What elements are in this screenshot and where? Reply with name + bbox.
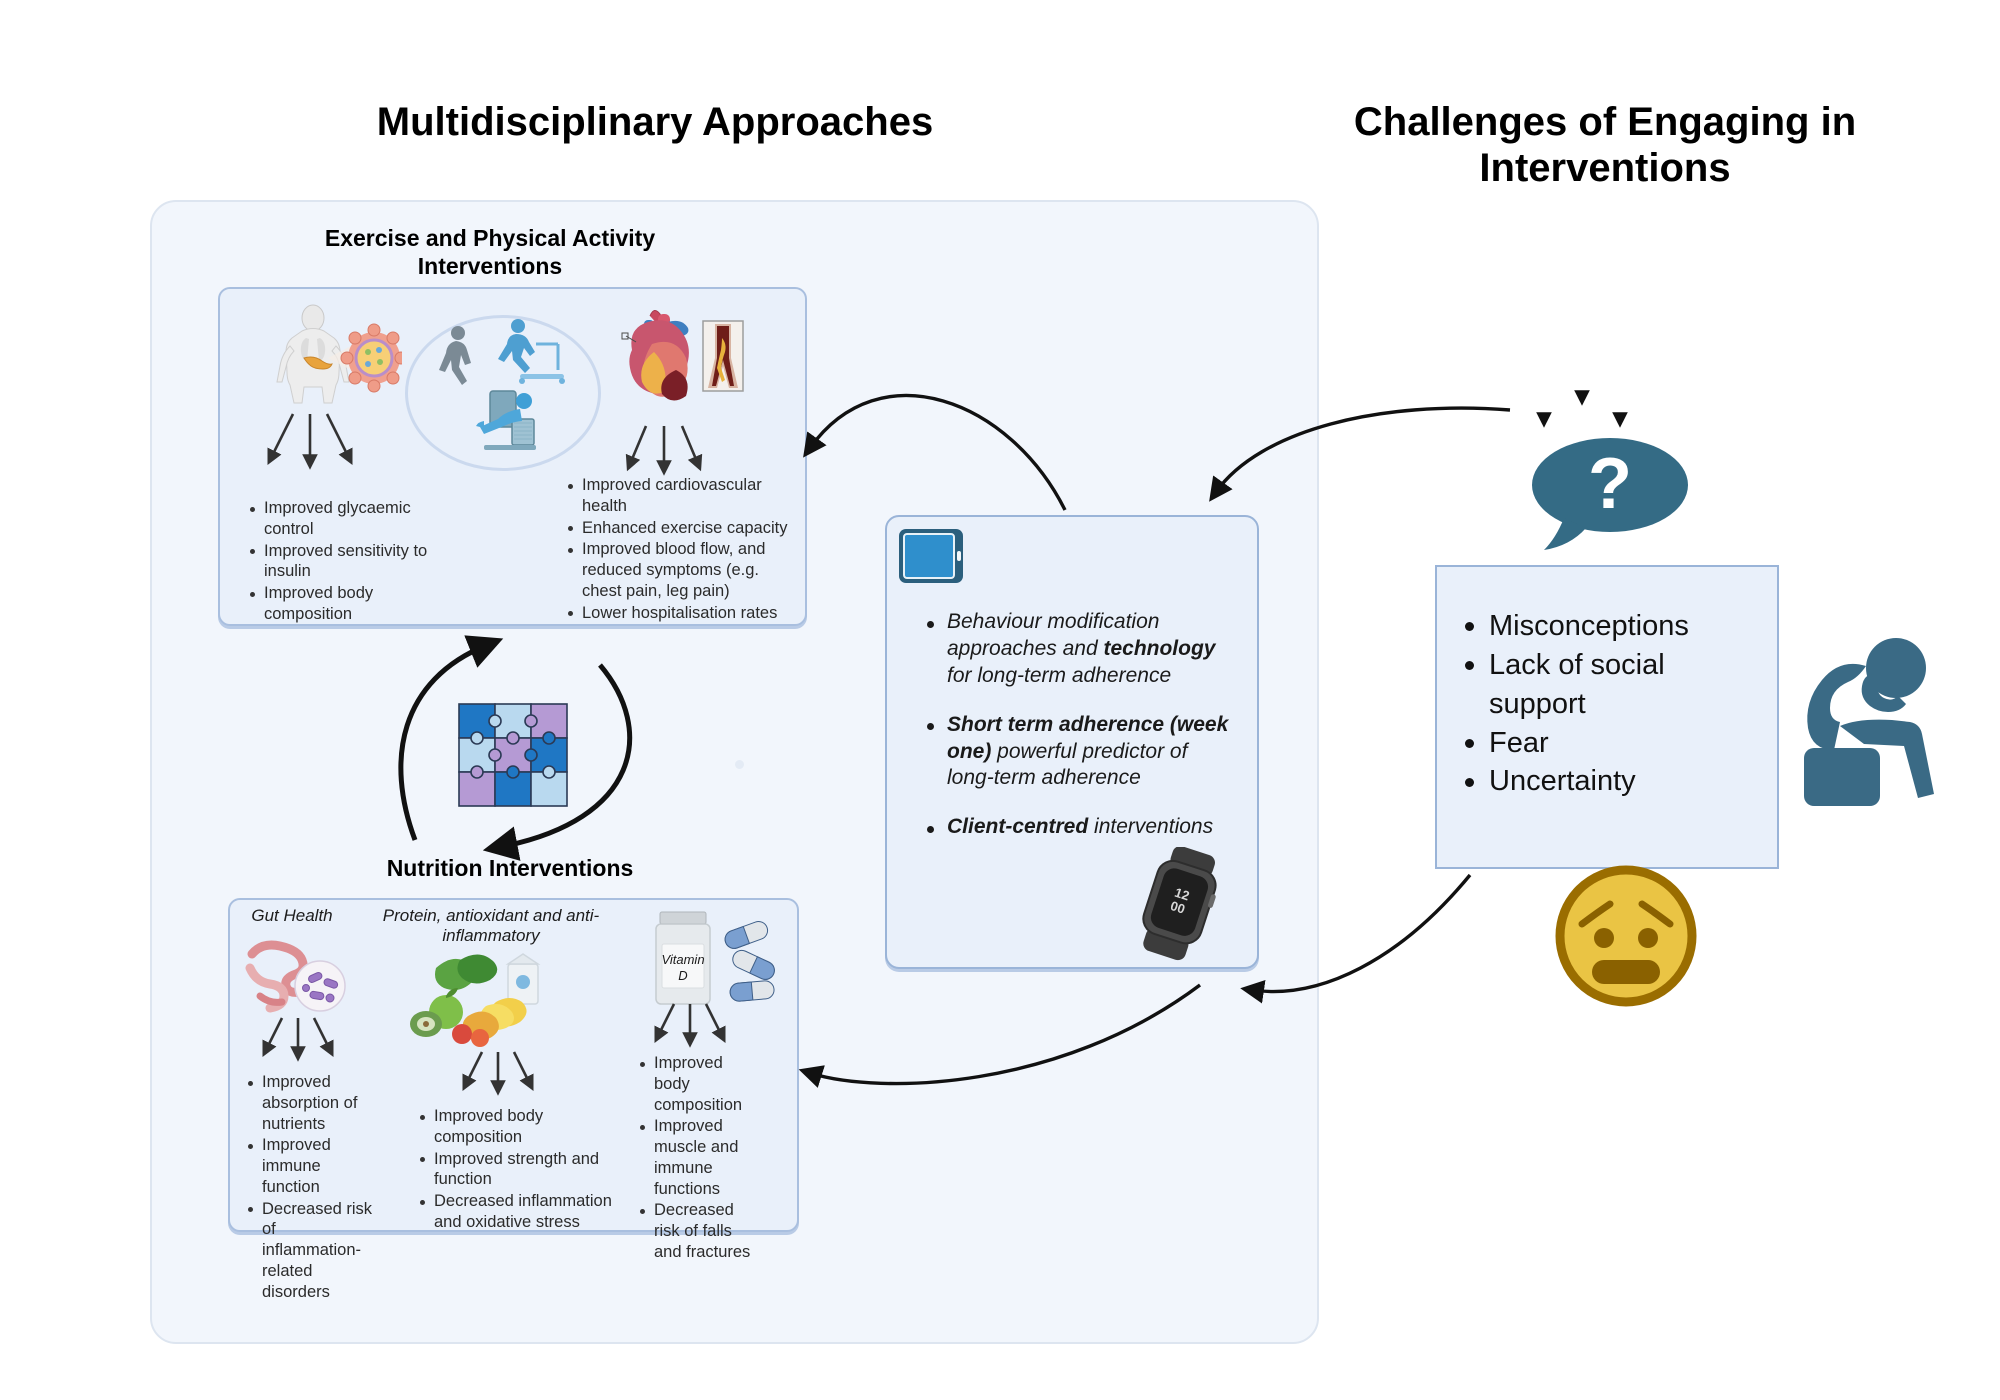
- nutrition-col2-arrows: [462, 1051, 534, 1096]
- list-item: Improved immune function: [248, 1135, 378, 1197]
- list-item: Enhanced exercise capacity: [568, 518, 788, 539]
- exercise-heading: Exercise and Physical Activity Intervent…: [265, 225, 715, 280]
- challenge-down-arrows: [1536, 250, 1628, 428]
- list-item: Improved body composition: [640, 1053, 760, 1115]
- smartwatch-time: 12: [1173, 885, 1191, 904]
- nutrition-col3-list: Improved body composition Improved muscl…: [620, 1053, 760, 1263]
- challenges-box: Misconceptions Lack of social support Fe…: [1435, 565, 1779, 869]
- exercise-right-bullets: Improved cardiovascular health Enhanced …: [548, 475, 788, 624]
- exercise-left-bullets: Improved glycaemic control Improved sens…: [230, 498, 445, 626]
- list-item: Short term adherence (week one) powerful…: [913, 712, 1233, 793]
- left-title: Multidisciplinary Approaches: [376, 100, 934, 144]
- decorative-dot: [735, 760, 744, 769]
- list-item: Decreased inflammation and oxidative str…: [420, 1191, 615, 1233]
- adherence-b3-bold: Client-centred: [947, 815, 1089, 839]
- list-item: Improved glycaemic control: [250, 498, 445, 540]
- exercise-right-list: Improved cardiovascular health Enhanced …: [548, 475, 788, 623]
- nutrition-col3-arrows: [654, 1003, 726, 1048]
- nutrition-col2-label: Protein, antioxidant and anti-inflammato…: [382, 906, 600, 946]
- tablet-device-icon: [899, 529, 963, 583]
- walking-person-icon: [439, 326, 471, 385]
- right-title-line1: Challenges of Engaging in: [1353, 100, 1857, 144]
- artery-plaque-icon: [702, 320, 744, 392]
- list-item: Improved blood flow, and reduced symptom…: [568, 539, 788, 601]
- list-item: Improved body composition: [250, 583, 445, 625]
- right-title: Challenges of Engaging in Interventions: [1290, 100, 1920, 191]
- question-speech-bubble-icon: ?: [1532, 438, 1688, 550]
- list-item: Misconceptions: [1447, 607, 1767, 646]
- smartwatch-icon: 12 00: [1142, 847, 1217, 961]
- list-item: Lower hospitalisation rates: [568, 603, 788, 624]
- heart-icon: [621, 310, 689, 401]
- nutrition-col3-bullets: Improved body composition Improved muscl…: [620, 1053, 760, 1264]
- nutrition-col1-list: Improved absorption of nutrients Improve…: [228, 1072, 378, 1303]
- nutrition-col1-label: Gut Health: [251, 906, 333, 925]
- vitamin-d-bottle-icon: Vitamin D: [655, 911, 775, 1005]
- adherence-list: Behaviour modification approaches and te…: [913, 609, 1233, 863]
- list-item: Lack of social support: [1447, 646, 1767, 724]
- vitamin-bottle-label-line1: Vitamin: [661, 952, 704, 967]
- list-item: Client-centred interventions: [913, 814, 1233, 841]
- list-item: Improved body composition: [420, 1106, 615, 1148]
- exercise-heading-line2: Interventions: [417, 252, 563, 279]
- nutrition-col2-list: Improved body composition Improved stren…: [400, 1106, 615, 1233]
- anguished-face-emoji: [1555, 865, 1697, 1007]
- puzzle-pieces-icon: [458, 703, 568, 807]
- exercise-heading-line1: Exercise and Physical Activity: [324, 225, 656, 251]
- seated-exercise-icon: [476, 390, 536, 450]
- nutrition-col2-bullets: Improved body composition Improved stren…: [400, 1106, 615, 1234]
- nutrition-col1-arrows: [262, 1017, 334, 1062]
- right-title-line2: Interventions: [1479, 145, 1731, 190]
- adherence-b2-post: powerful predictor of long-term adherenc…: [947, 739, 1188, 790]
- running-treadmill-icon: [498, 319, 565, 384]
- exercise-left-arrows: [267, 413, 353, 470]
- adherence-b1-post: for long-term adherence: [947, 663, 1172, 687]
- adherence-panel: Behaviour modification approaches and te…: [885, 515, 1259, 969]
- question-mark-glyph: ?: [1588, 444, 1632, 524]
- vegetables-fruit-milk-icon: [410, 953, 541, 1047]
- list-item: Behaviour modification approaches and te…: [913, 609, 1233, 690]
- adherence-b2-bold: Short term adherence (week one): [947, 712, 1229, 763]
- body-pancreas-cell-icon: [276, 304, 402, 404]
- adherence-b1-bold: technology: [1103, 636, 1216, 660]
- distressed-person-icon: [1804, 638, 1934, 806]
- list-item: Improved strength and function: [420, 1149, 615, 1191]
- list-item: Uncertainty: [1447, 762, 1767, 801]
- list-item: Decreased risk of inflammation-related d…: [248, 1199, 378, 1303]
- exercise-left-list: Improved glycaemic control Improved sens…: [230, 498, 445, 625]
- challenges-list: Misconceptions Lack of social support Fe…: [1447, 607, 1767, 801]
- list-item: Decreased risk of falls and fractures: [640, 1200, 760, 1262]
- list-item: Improved sensitivity to insulin: [250, 541, 445, 583]
- list-item: Improved cardiovascular health: [568, 475, 788, 517]
- intestine-microbiome-icon: [245, 940, 346, 1013]
- adherence-b1-pre: Behaviour modification approaches and: [947, 610, 1160, 660]
- list-item: Improved muscle and immune functions: [640, 1116, 760, 1199]
- nutrition-heading: Nutrition Interventions: [386, 855, 634, 881]
- svg-text:00: 00: [1169, 898, 1187, 917]
- nutrition-col1-bullets: Improved absorption of nutrients Improve…: [228, 1072, 378, 1304]
- list-item: Improved absorption of nutrients: [248, 1072, 378, 1134]
- vitamin-bottle-label-line2: D: [678, 968, 687, 983]
- activity-circle: [405, 315, 601, 471]
- adherence-b3-post: interventions: [1088, 815, 1214, 839]
- list-item: Fear: [1447, 724, 1767, 763]
- exercise-right-arrows: [625, 425, 703, 476]
